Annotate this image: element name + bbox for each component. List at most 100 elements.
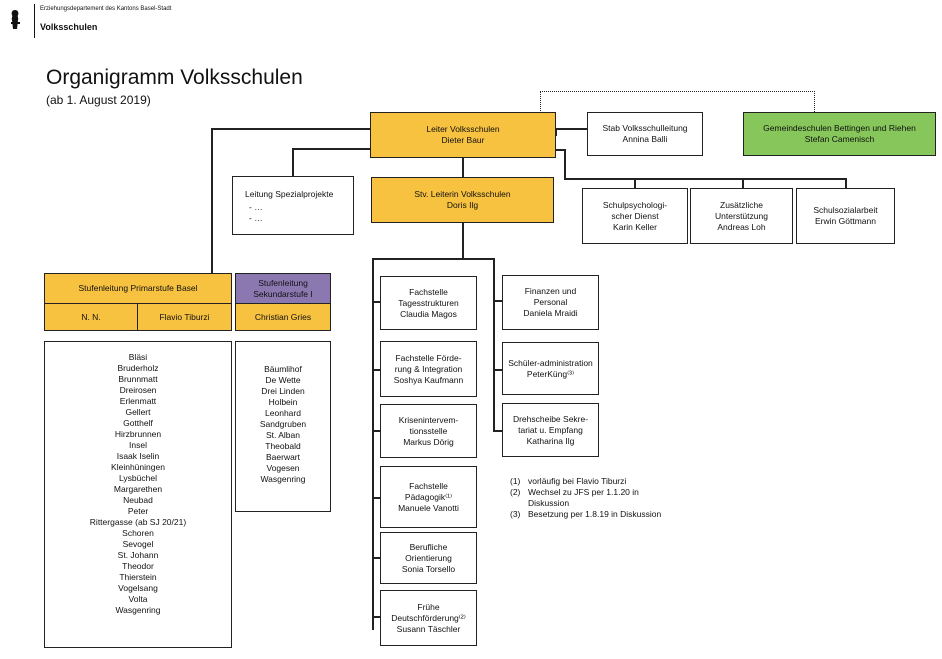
connector — [555, 128, 588, 130]
school-list-item: Hirzbrunnen — [114, 429, 162, 439]
school-list-item: Bäumlihof — [264, 364, 302, 374]
connector — [372, 369, 380, 371]
connector — [493, 300, 502, 302]
basel-staff-icon — [8, 9, 24, 31]
connector — [634, 178, 636, 188]
footnote: (1)vorläufig bei Flavio Tiburzi — [510, 476, 627, 486]
school-list-item: Gotthelf — [123, 418, 153, 428]
school-list-item: Wasgenring — [115, 605, 161, 615]
school-list-item: Schoren — [122, 528, 154, 538]
box-leitung-spezialprojekte: Leitung Spezialprojekte - … - … — [232, 176, 354, 235]
connector — [845, 178, 847, 188]
connector — [372, 497, 380, 499]
box-primar-flavio-tiburzi: Flavio Tiburzi — [137, 303, 232, 331]
unit-name: Volksschulen — [40, 22, 98, 32]
school-list-item: Thierstein — [119, 572, 157, 582]
department-name: Erziehungsdepartement des Kantons Basel-… — [40, 6, 172, 12]
connector — [462, 157, 464, 177]
school-list-item: Isaak Iselin — [116, 451, 160, 461]
school-list-item: Margarethen — [113, 484, 163, 494]
connector — [462, 222, 464, 258]
school-list-item: Theodor — [122, 561, 154, 571]
page-title: Organigramm Volksschulen — [46, 66, 303, 89]
school-list-item: Vogesen — [266, 463, 300, 473]
box-stufenleitung-primarstufe: Stufenleitung Primarstufe Basel — [44, 273, 232, 304]
school-list-item: Vogelsang — [118, 583, 158, 593]
connector — [292, 148, 371, 150]
school-list-item: Sevogel — [122, 539, 154, 549]
school-list-item: St. Johann — [117, 550, 159, 560]
school-list-item: Bläsi — [128, 352, 148, 362]
footnote: (3)Besetzung per 1.8.19 in Diskussion — [510, 509, 662, 519]
connector — [372, 557, 380, 559]
school-list-item: Erlenmatt — [119, 396, 157, 406]
school-list-item: Gellert — [125, 407, 151, 417]
connector — [564, 149, 566, 179]
connector — [372, 258, 374, 630]
school-list-item: Sandgruben — [259, 419, 307, 429]
school-list-item: Holbein — [268, 397, 298, 407]
dotted-connector — [540, 91, 815, 92]
connector — [555, 149, 565, 151]
connector — [292, 148, 294, 176]
connector — [493, 369, 502, 371]
school-list-item: Volta — [128, 594, 148, 604]
school-list-item: De Wette — [265, 375, 301, 385]
box-primar-nn: N. N. — [44, 303, 138, 331]
school-list-item: Leonhard — [265, 408, 301, 418]
school-list-item: Lysbüchel — [119, 473, 157, 483]
connector — [372, 430, 380, 432]
school-list-item: Baerwart — [265, 452, 300, 462]
footnote: Diskussion — [528, 498, 570, 508]
dotted-connector — [540, 91, 541, 113]
page-subtitle: (ab 1. August 2019) — [46, 93, 151, 107]
school-list-item: Rittergasse (ab SJ 20/21) — [89, 517, 187, 527]
school-list-item: Kleinhüningen — [111, 462, 165, 472]
box-sek-christian-gries: Christian Gries — [235, 303, 331, 331]
dotted-connector — [814, 91, 815, 112]
school-list-item: Neubad — [123, 495, 153, 505]
footnotes: (1)vorläufig bei Flavio Tiburzi (2)Wechs… — [510, 476, 661, 520]
connector — [372, 616, 380, 618]
school-list-item: Theobald — [265, 441, 301, 451]
connector — [742, 178, 744, 188]
school-list-item: Bruderholz — [117, 363, 159, 373]
connector — [372, 301, 380, 303]
connector — [564, 178, 846, 180]
school-list-item: Dreirosen — [119, 385, 157, 395]
connector — [493, 430, 502, 432]
connector — [211, 128, 213, 273]
footnote: (2)Wechsel zu JFS per 1.1.20 in — [510, 487, 639, 497]
connector — [211, 128, 371, 130]
school-list-item: Drei Linden — [261, 386, 305, 396]
school-list-item: Wasgenring — [260, 474, 306, 484]
school-list-item: Peter — [127, 506, 149, 516]
school-list-item: Brunnmatt — [118, 374, 158, 384]
header-divider — [34, 4, 35, 38]
connector — [493, 258, 495, 430]
school-list-item: Insel — [129, 440, 147, 450]
connector — [372, 258, 494, 260]
school-list-item: St. Alban — [265, 430, 300, 440]
